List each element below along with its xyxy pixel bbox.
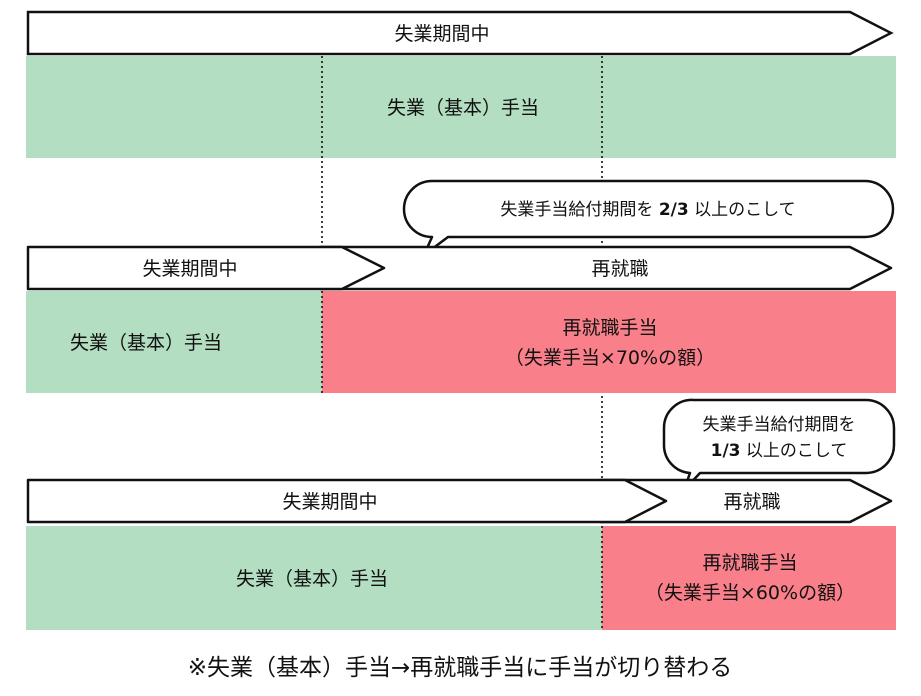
row3-callout-line1: 失業手当給付期間を: [703, 415, 856, 435]
row3-reemployment-arrow-label: 再就職: [723, 491, 780, 513]
row3-reemployment-label-2: （失業手当×60%の額）: [645, 582, 855, 604]
row2-callout-bubble: [402, 179, 895, 257]
row2-benefit-label: 失業（基本）手当: [70, 332, 222, 354]
row2-callout-text: 失業手当給付期間を 2/3 以上のこして: [500, 200, 795, 220]
row1-arrow-label: 失業期間中: [394, 23, 489, 45]
row3-unemployment-arrow-label: 失業期間中: [282, 491, 377, 513]
row1-benefit-bar: [26, 56, 896, 158]
row3-benefit-bar: [26, 526, 602, 630]
row1-benefit-label: 失業（基本）手当: [387, 97, 539, 119]
row2-reemployment-bar: [322, 291, 896, 393]
row2-unemployment-arrow-label: 失業期間中: [142, 258, 237, 280]
row3-reemployment-label-1: 再就職手当: [702, 552, 797, 574]
row3-callout-line2: 1/3 以上のこして: [711, 441, 848, 461]
row2-reemployment-arrow-label: 再就職: [591, 258, 648, 280]
row1-unemployment-arrow: [26, 10, 894, 56]
row2-unemployment-arrow: [26, 245, 386, 291]
footnote: ※失業（基本）手当→再就職手当に手当が切り替わる: [188, 655, 733, 681]
row3-unemployment-arrow: [26, 478, 668, 524]
row2-benefit-bar: [26, 291, 322, 393]
row3-reemployment-bar: [602, 526, 896, 630]
row2-reemployment-label-2: （失業手当×70%の額）: [505, 347, 715, 369]
row3-benefit-label: 失業（基本）手当: [236, 568, 388, 590]
row2-reemployment-label-1: 再就職手当: [562, 317, 657, 339]
